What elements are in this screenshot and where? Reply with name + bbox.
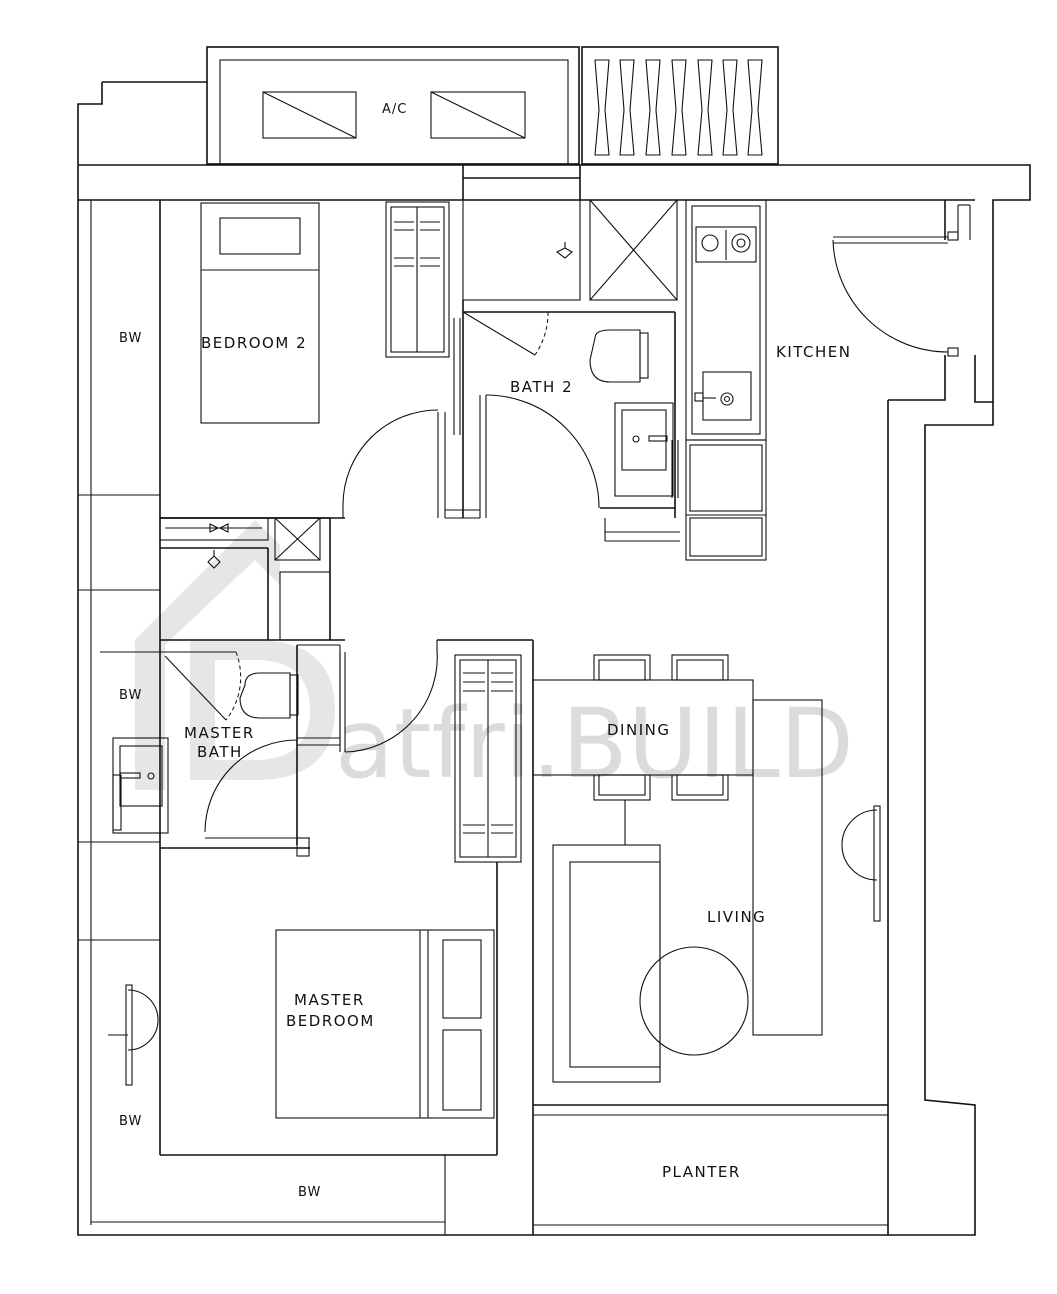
master-bath	[100, 517, 345, 857]
tv-bedroom-icon	[108, 984, 159, 1086]
ac-ledge	[206, 46, 779, 165]
master-bedroom-label-2: BEDROOM	[286, 1012, 375, 1030]
condenser-fins	[594, 59, 763, 156]
bedroom2-label: BEDROOM 2	[201, 334, 307, 352]
entrance-door	[832, 204, 971, 357]
living-label: LIVING	[707, 908, 766, 926]
living-set	[552, 699, 881, 1083]
dining-label: DINING	[607, 721, 670, 739]
bath2	[445, 199, 680, 542]
master-bath-label-2: BATH	[197, 743, 243, 761]
bw-label-4: BW	[298, 1185, 321, 1200]
dining-set	[532, 654, 754, 845]
planter-label: PLANTER	[662, 1163, 741, 1181]
master-bedroom-door	[339, 639, 533, 753]
kitchen-counter	[671, 199, 767, 561]
ac-label: A/C	[382, 102, 407, 117]
bedroom2-furniture	[200, 201, 450, 424]
bw-label-3: BW	[119, 1114, 142, 1129]
bw-label-1: BW	[119, 331, 142, 346]
master-bed	[275, 929, 495, 1119]
bedroom2-door	[160, 409, 446, 519]
bw-label-2: BW	[119, 688, 142, 703]
kitchen-label: KITCHEN	[776, 343, 852, 361]
bath2-label: BATH 2	[510, 378, 573, 396]
master-bath-label-1: MASTER	[184, 724, 255, 742]
planter	[533, 1104, 888, 1226]
master-bedroom-label-1: MASTER	[294, 991, 365, 1009]
